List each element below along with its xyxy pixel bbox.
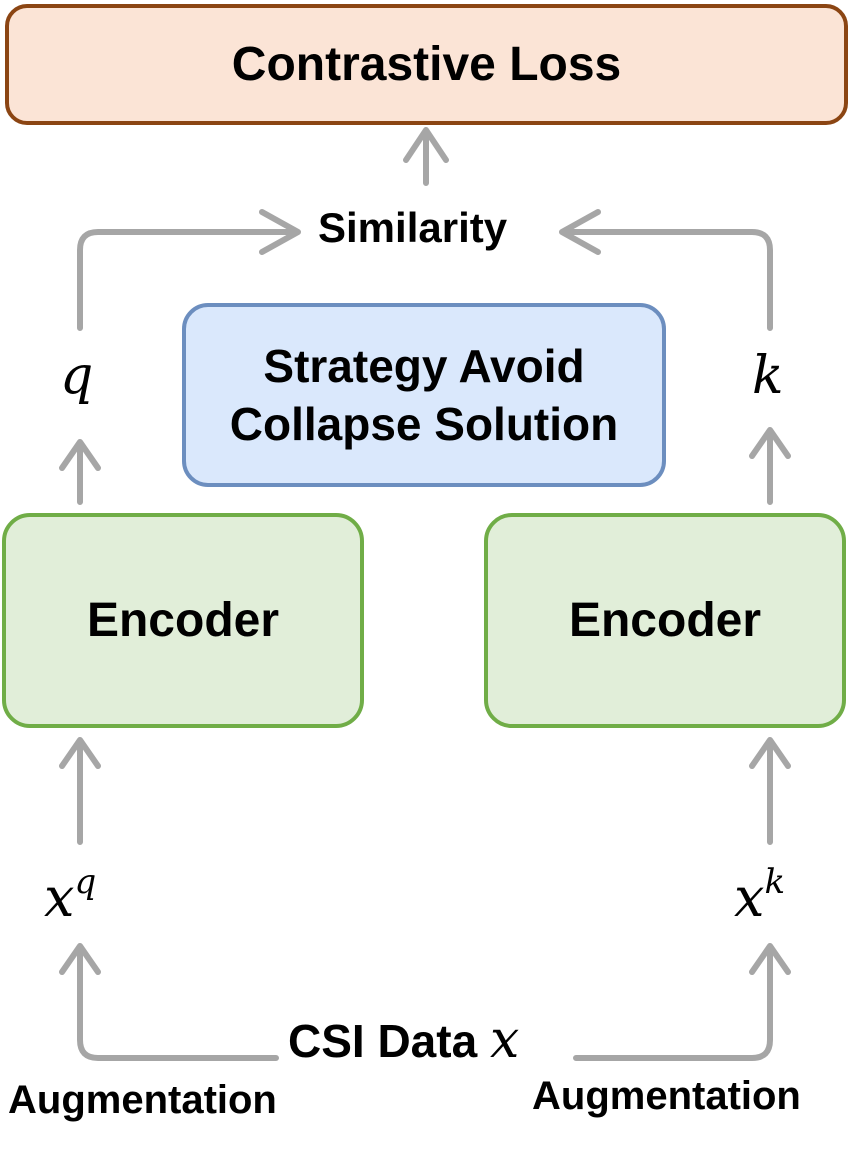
arrow-xk-to-encoder-right <box>749 737 791 845</box>
augmentation-left-label: Augmentation <box>8 1078 277 1122</box>
encoder-right-label: Encoder <box>568 594 762 647</box>
arrow-csi-to-xk <box>573 943 791 1061</box>
augmentation-right-label: Augmentation <box>532 1074 801 1118</box>
arrow-encoder-right-to-k <box>749 427 791 505</box>
arrow-encoder-left-to-q <box>59 439 101 505</box>
arrow-xq-to-encoder-left <box>59 737 101 845</box>
similarity-label: Similarity <box>318 204 508 251</box>
arrow-k-to-similarity <box>559 209 773 331</box>
encoder-right-box: Encoder <box>484 513 846 728</box>
xk-base: x <box>734 866 765 929</box>
strategy-line-2: Collapse Solution <box>229 398 619 450</box>
xq-base: x <box>44 866 75 929</box>
xq-superscript: q <box>74 862 97 902</box>
csi-data-label: CSI Data x <box>288 1010 519 1070</box>
arrow-q-to-similarity <box>77 209 301 331</box>
strategy-box: Strategy Avoid Collapse Solution <box>182 303 666 487</box>
xk-label: xk <box>734 862 785 929</box>
k-label: k <box>752 346 784 406</box>
contrastive-loss-box: Contrastive Loss <box>5 4 848 125</box>
encoder-left-box: Encoder <box>2 513 364 728</box>
arrow-csi-to-xq <box>59 943 279 1061</box>
strategy-line-1: Strategy Avoid <box>263 340 585 392</box>
xq-label: xq <box>44 862 96 929</box>
xk-superscript: k <box>764 862 786 902</box>
encoder-left-label: Encoder <box>86 594 280 647</box>
contrastive-loss-label: Contrastive Loss <box>231 38 622 91</box>
q-label: q <box>60 346 94 406</box>
csi-data-variable: x <box>489 1010 520 1070</box>
arrow-similarity-to-loss <box>403 127 449 186</box>
csi-data-text: CSI Data <box>288 1015 478 1067</box>
